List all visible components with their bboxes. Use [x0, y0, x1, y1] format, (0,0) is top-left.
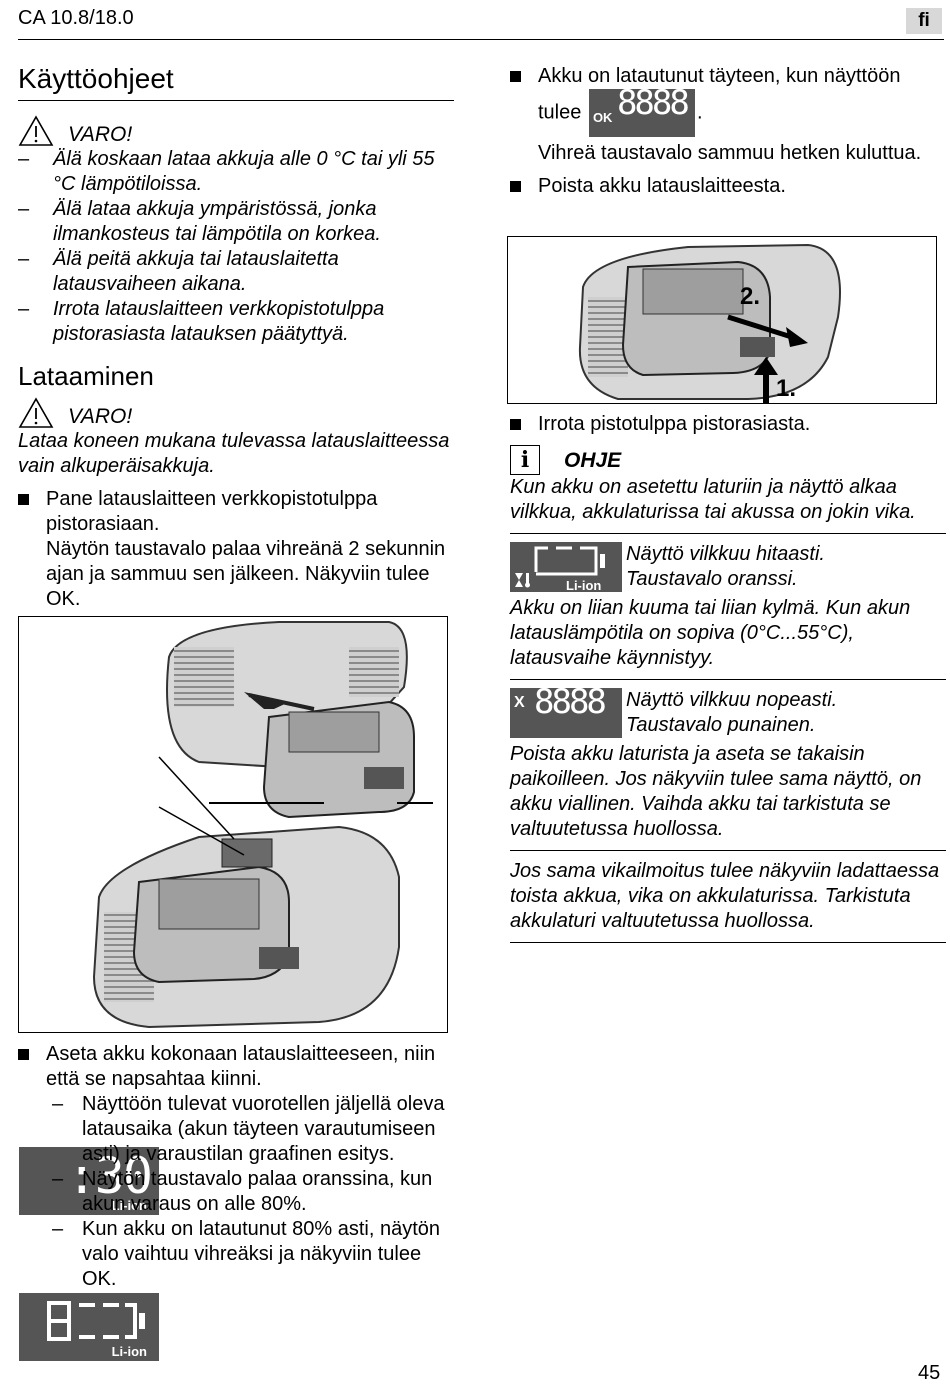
- slow-blink-row: Li-ion Näyttö vilkkuu hitaasti. Taustava…: [510, 542, 946, 593]
- info-icon: i: [510, 445, 540, 475]
- left-column: Käyttöohjeet VARO! –Älä koskaan lataa ak…: [18, 62, 454, 612]
- left-column-lower: Aseta akku kokonaan latauslaitteeseen, n…: [18, 1042, 454, 1292]
- warning-label: VARO!: [68, 122, 133, 146]
- warning-icon: [18, 115, 54, 146]
- divider: [510, 850, 946, 851]
- battery-segments-icon: [47, 1301, 145, 1341]
- warning-label: VARO!: [68, 404, 133, 428]
- warning-text: Lataa koneen mukana tulevassa latauslait…: [18, 430, 450, 477]
- slow-blink-line2: Taustavalo oranssi.: [626, 568, 798, 590]
- divider: [510, 679, 946, 680]
- warning-heading: VARO!: [18, 115, 454, 147]
- model-name: CA 10.8/18.0: [18, 7, 134, 29]
- bullet-item: Pane latauslaitteen verkkopistotulppa pi…: [18, 487, 454, 537]
- warning-item: –Älä peitä akkuja tai latauslaitetta lat…: [18, 248, 339, 295]
- error-digits: 8888: [534, 682, 607, 722]
- slow-blink-display: Li-ion: [510, 542, 622, 593]
- lcd-display-time: :30 Li-ion: [19, 1147, 159, 1215]
- battery-removal-figure: 2. 1.: [507, 236, 937, 404]
- right-column: Akku on latautunut täyteen, kun näyttöön…: [510, 64, 946, 199]
- sub-item: –Näyttöön tulevat vuorotellen jäljellä o…: [52, 1093, 445, 1165]
- bullet-item: Poista akku latauslaitteesta.: [510, 174, 946, 199]
- language-badge: fi: [906, 8, 942, 34]
- warning-heading: VARO!: [18, 397, 454, 429]
- empty-battery-segments-icon: [534, 546, 605, 576]
- lcd-digits: :30: [66, 1147, 153, 1205]
- bullet-item: Irrota pistotulppa pistorasiasta.: [510, 412, 946, 437]
- bullet-note: Vihreä taustavalo sammuu hetken kuluttua…: [538, 142, 922, 164]
- charger-illustration: [92, 621, 433, 1029]
- bullet-square-icon: [18, 494, 29, 505]
- fast-blink-text: Poista akku laturista ja aseta se takais…: [510, 743, 922, 840]
- ok-digits: 8888: [616, 83, 690, 123]
- warning-icon: [18, 397, 54, 428]
- hourglass-thermometer-icon: [515, 573, 530, 588]
- bullet-square-icon: [510, 71, 521, 82]
- divider: [510, 533, 946, 534]
- removal-illustration: [578, 243, 841, 403]
- bullet-square-icon: [510, 419, 521, 430]
- charger-insert-figure: :30 Li-ion Li-ion: [18, 616, 448, 1361]
- divider: [510, 942, 946, 943]
- step-2-label: 2.: [740, 283, 761, 310]
- info-heading: i OHJE: [510, 445, 946, 475]
- bullet-square-icon: [510, 181, 521, 192]
- fast-blink-line1: Näyttö vilkkuu nopeasti.: [626, 689, 838, 711]
- info-text: Kun akku on asetettu laturiin ja näyttö …: [510, 476, 916, 523]
- slow-blink-line1: Näyttö vilkkuu hitaasti.: [626, 543, 825, 565]
- step-1-label: 1.: [776, 375, 797, 402]
- final-note: Jos sama vikailmoitus tulee näkyviin lad…: [510, 860, 940, 932]
- info-label: OHJE: [564, 448, 622, 472]
- slow-blink-text: Akku on liian kuuma tai liian kylmä. Kun…: [510, 597, 911, 669]
- lcd-label: Li-ion: [566, 578, 602, 593]
- page-number: 45: [918, 1362, 941, 1384]
- bullet-item: Akku on latautunut täyteen, kun näyttöön…: [510, 64, 946, 137]
- warning-item: –Älä lataa akkuja ympäristössä, jonka il…: [18, 198, 381, 245]
- ok-display: OK 8888: [588, 83, 695, 137]
- header-rule: [18, 39, 944, 40]
- fast-blink-line2: Taustavalo punainen.: [626, 714, 816, 736]
- sub-item: –Kun akku on latautunut 80% asti, näytön…: [52, 1218, 441, 1290]
- right-column-lower: Irrota pistotulppa pistorasiasta. i OHJE…: [510, 412, 946, 951]
- page-title: Käyttöohjeet: [18, 62, 454, 101]
- warning-item: –Älä koskaan lataa akkuja alle 0 °C tai …: [18, 148, 435, 195]
- lcd-label: Li-ion: [111, 1344, 147, 1359]
- lcd-display-charge: Li-ion: [19, 1293, 159, 1361]
- lcd-label: Li-ion: [111, 1198, 147, 1213]
- bullet-item: Aseta akku kokonaan latauslaitteeseen, n…: [18, 1042, 454, 1092]
- bullet-note: Näytön taustavalo palaa vihreänä 2 sekun…: [46, 538, 446, 610]
- warning-item: –Irrota latauslaitteen verkkopistotulppa…: [18, 298, 385, 345]
- sub-item: –Näytön taustavalo palaa oranssina, kun …: [52, 1168, 433, 1215]
- error-x-icon: X: [514, 694, 525, 711]
- ok-label: OK: [592, 110, 613, 125]
- fast-blink-row: X 8888 Näyttö vilkkuu nopeasti. Taustava…: [510, 682, 946, 738]
- section-title: Lataaminen: [18, 361, 154, 391]
- bullet-square-icon: [18, 1049, 29, 1060]
- fast-blink-display: X 8888: [510, 682, 622, 738]
